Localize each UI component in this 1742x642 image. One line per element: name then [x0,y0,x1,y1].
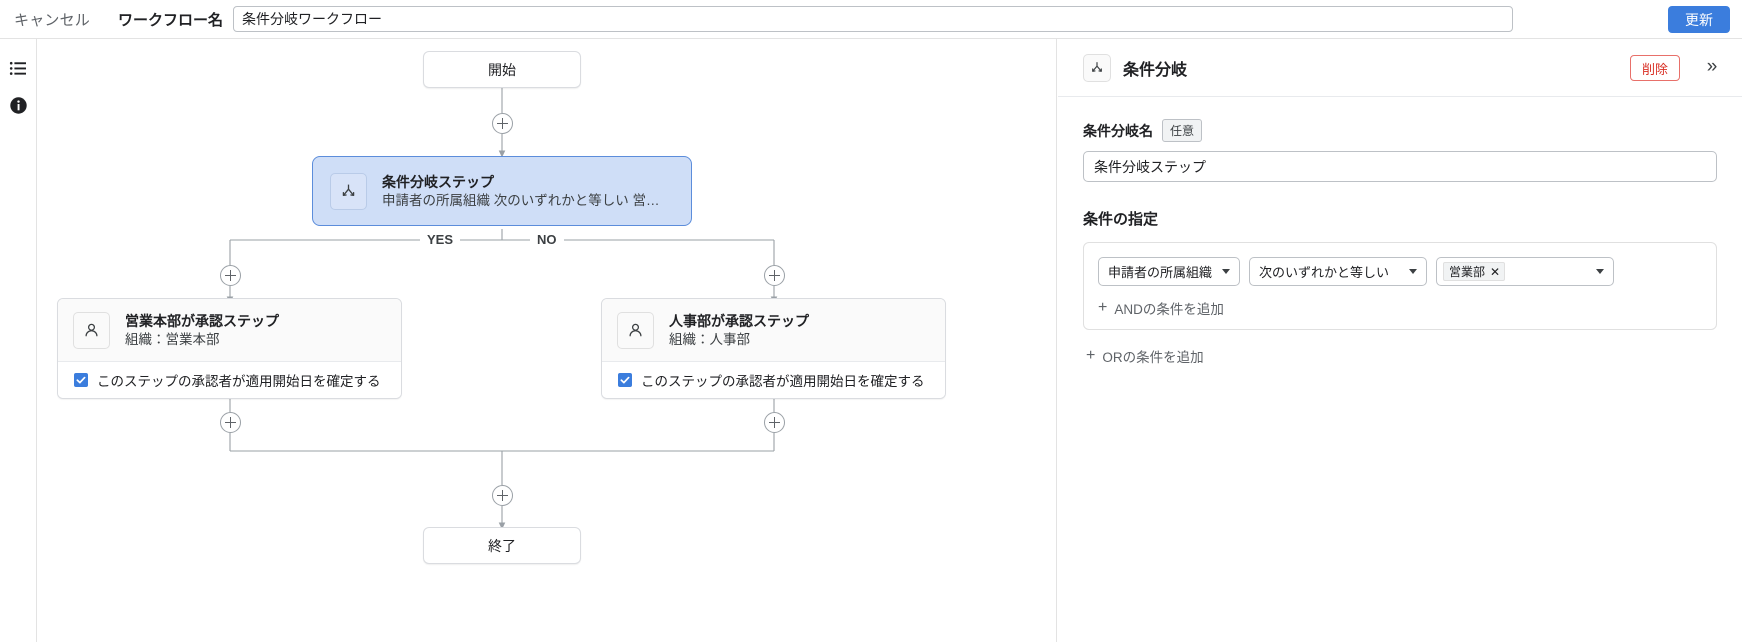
add-step-button-before-end[interactable] [492,485,513,506]
branch-name-input[interactable] [1083,151,1717,182]
add-or-condition-button[interactable]: + ORの条件を追加 [1086,346,1204,366]
workflow-name-input[interactable] [233,6,1514,32]
add-and-condition-label: ANDの条件を追加 [1114,302,1224,317]
edge-label-no: NO [530,232,564,247]
top-bar: キャンセル ワークフロー名 更新 [0,0,1742,39]
approval-node-sales-title: 営業本部が承認ステップ [125,312,279,329]
approval-node-sales-checkbox[interactable] [74,373,88,387]
left-rail [0,39,37,642]
edge-label-yes: YES [420,232,461,247]
add-step-button-after-hr[interactable] [764,412,785,433]
flow-connectors [226,88,778,530]
approval-node-hr-checkbox-label: このステップの承認者が適用開始日を確定する [641,374,925,389]
update-button[interactable]: 更新 [1668,6,1730,33]
delete-button[interactable]: 削除 [1629,55,1680,81]
info-icon[interactable] [9,96,28,115]
chevron-double-right-icon[interactable]: » [1706,56,1718,77]
person-icon [73,311,110,349]
panel-body: 条件分岐名 任意 条件の指定 申請者の所属組織 次のいずれかと等しい 営業部 ✕ [1058,97,1742,366]
approval-node-hr-checkbox[interactable] [618,373,632,387]
add-step-button-no-branch[interactable] [764,265,785,286]
person-icon [617,311,654,349]
condition-row: 申請者の所属組織 次のいずれかと等しい 営業部 ✕ [1098,257,1702,286]
condition-branch-node[interactable]: 条件分岐ステップ 申請者の所属組織 次のいずれかと等しい 営… [312,156,692,226]
approval-node-sales[interactable]: 営業本部が承認ステップ 組織：営業本部 このステップの承認者が適用開始日を確定す… [57,298,402,399]
optional-badge: 任意 [1162,119,1203,142]
approval-node-sales-checkbox-label: このステップの承認者が適用開始日を確定する [97,374,381,389]
branch-name-label: 条件分岐名 [1083,122,1153,139]
workflow-name-label: ワークフロー名 [118,11,224,29]
properties-panel: 条件分岐 削除 » 条件分岐名 任意 条件の指定 申請者の所属組織 次のいずれか… [1058,39,1742,642]
end-node[interactable]: 終了 [423,527,581,564]
branch-icon [330,172,367,210]
condition-section-title: 条件の指定 [1083,211,1159,228]
condition-value-select[interactable]: 営業部 ✕ [1436,257,1614,286]
plus-icon: + [1086,347,1096,364]
condition-field-select[interactable]: 申請者の所属組織 [1098,257,1240,286]
add-step-button-after-start[interactable] [492,113,513,134]
chevron-down-icon [1409,269,1417,274]
add-or-condition-label: ORの条件を追加 [1102,350,1204,365]
plus-icon: + [1098,299,1108,316]
close-icon[interactable]: ✕ [1490,264,1501,279]
add-step-button-after-sales[interactable] [220,412,241,433]
condition-branch-node-title: 条件分岐ステップ [382,173,494,190]
condition-value-chip-label: 営業部 [1449,265,1486,279]
end-node-label: 終了 [488,537,516,554]
condition-group: 申請者の所属組織 次のいずれかと等しい 営業部 ✕ + ANDの条件を [1083,242,1717,330]
condition-field-select-value: 申請者の所属組織 [1108,265,1213,280]
add-and-condition-button[interactable]: + ANDの条件を追加 [1098,298,1224,318]
approval-node-hr[interactable]: 人事部が承認ステップ 組織：人事部 このステップの承認者が適用開始日を確定する [601,298,946,399]
add-step-button-yes-branch[interactable] [220,265,241,286]
list-icon[interactable] [9,59,28,78]
approval-node-hr-title: 人事部が承認ステップ [669,312,809,329]
condition-operator-select[interactable]: 次のいずれかと等しい [1249,257,1427,286]
chevron-down-icon [1596,269,1604,274]
branch-name-label-row: 条件分岐名 任意 [1083,119,1717,142]
workflow-canvas[interactable]: 開始 条件分岐ステップ 申請者の所属組織 次のいずれかと等しい 営… YES N… [37,39,1057,642]
start-node[interactable]: 開始 [423,51,581,88]
approval-node-hr-subtitle: 組織：人事部 [669,331,750,347]
panel-header: 条件分岐 削除 » [1058,39,1742,97]
panel-title: 条件分岐 [1123,61,1188,79]
chevron-down-icon [1222,269,1230,274]
condition-operator-select-value: 次のいずれかと等しい [1259,265,1390,280]
approval-node-sales-subtitle: 組織：営業本部 [125,331,220,347]
condition-value-chip: 営業部 ✕ [1443,262,1506,281]
condition-branch-node-subtitle: 申請者の所属組織 次のいずれかと等しい 営… [382,192,660,208]
cancel-button[interactable]: キャンセル [14,11,91,29]
branch-icon [1083,53,1111,82]
start-node-label: 開始 [488,61,516,78]
